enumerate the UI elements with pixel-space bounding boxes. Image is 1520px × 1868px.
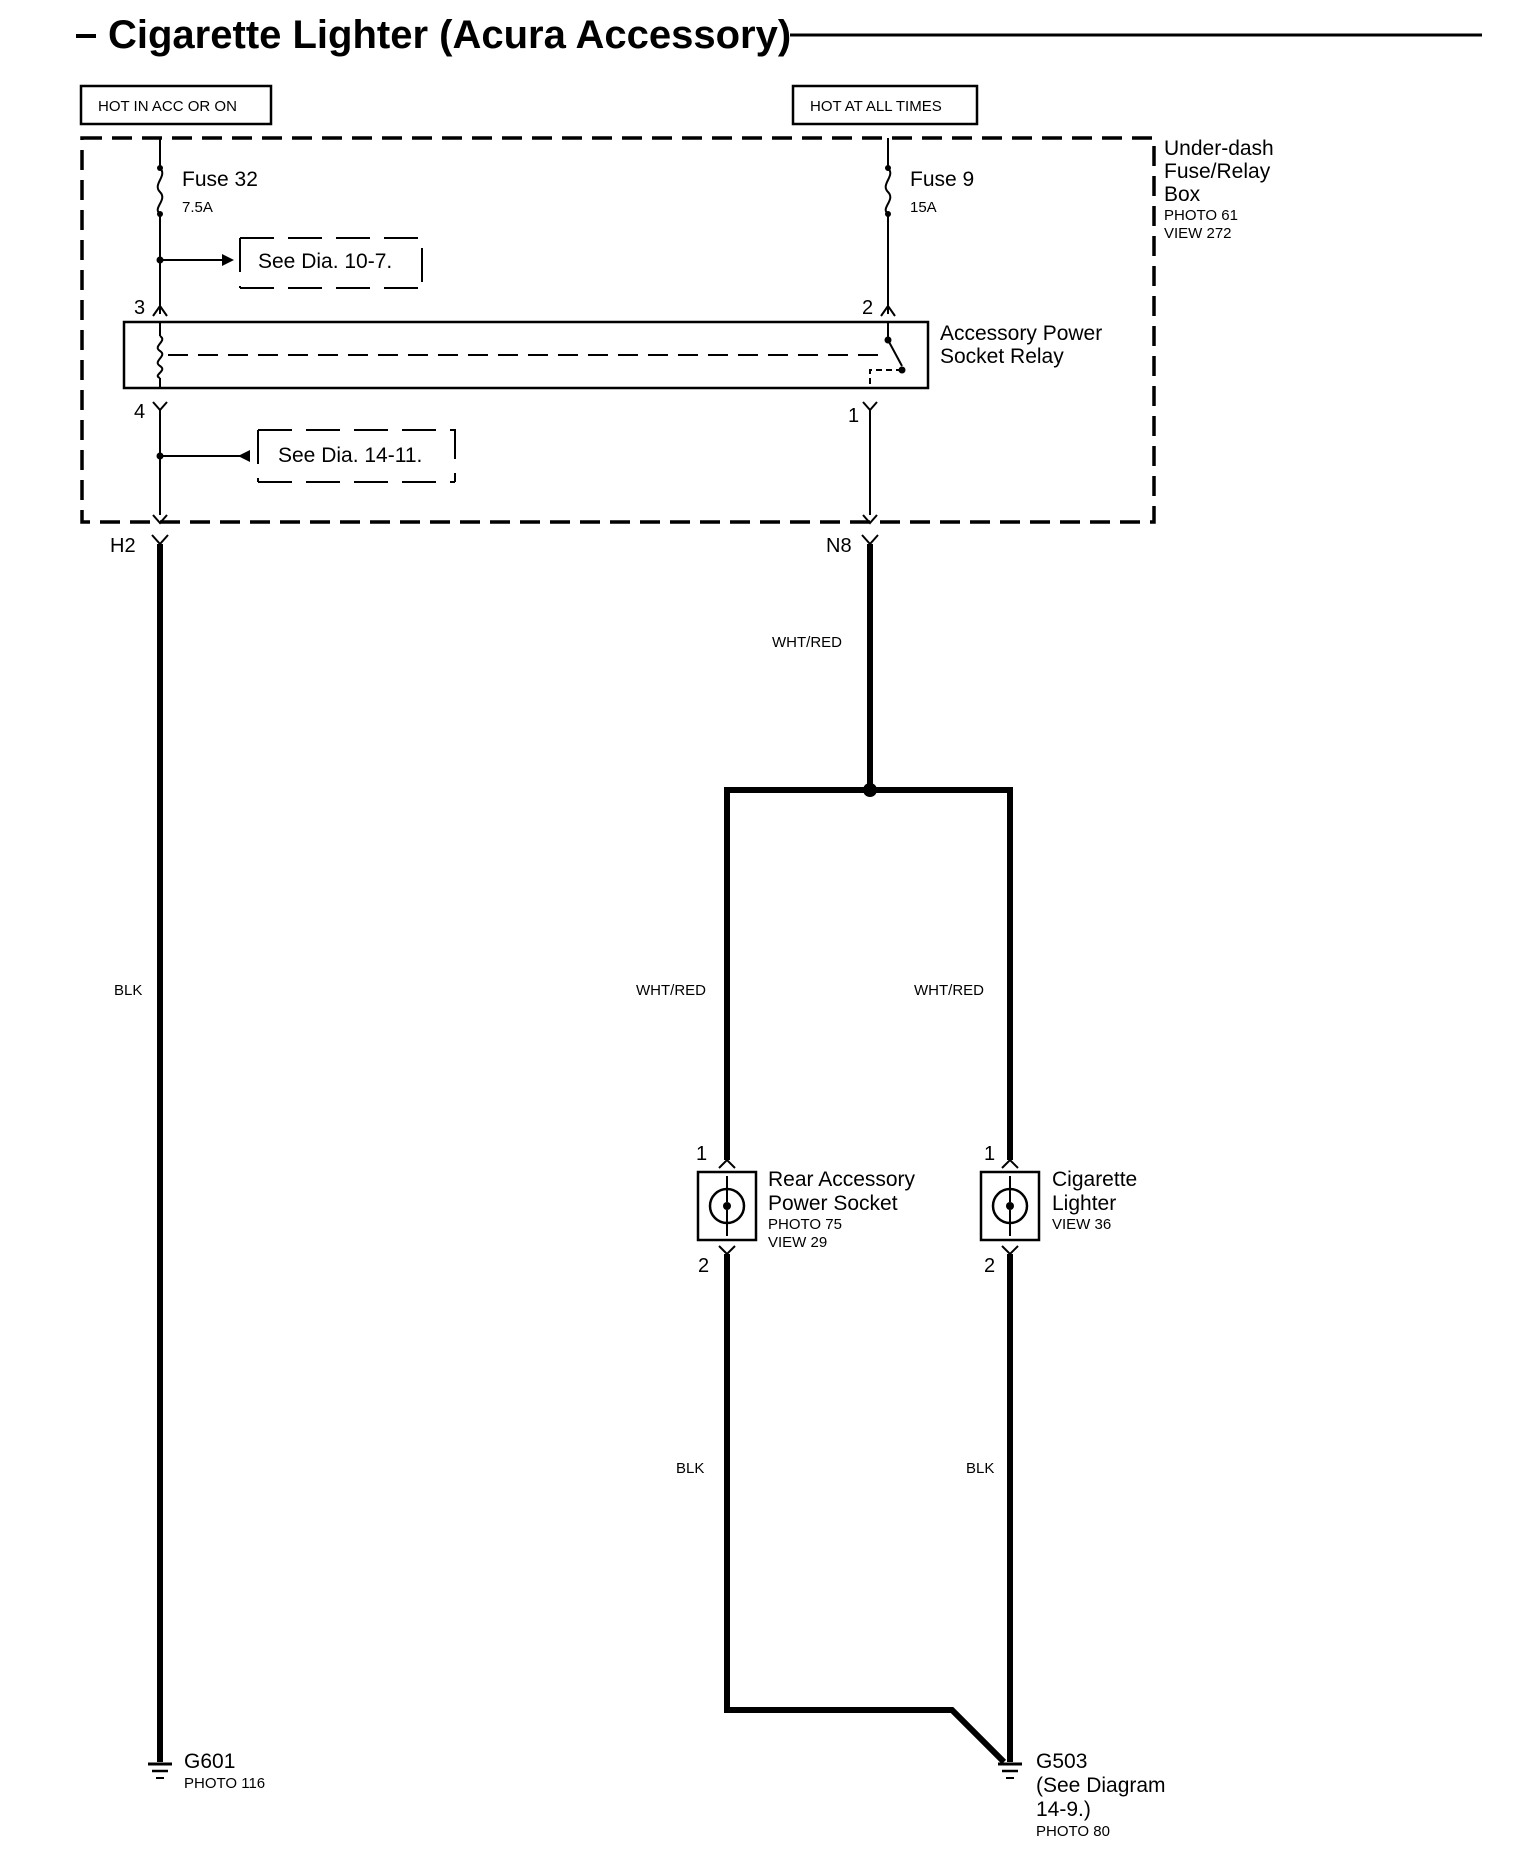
fuse-9-symbol xyxy=(884,167,892,215)
lighter-pin-1: 1 xyxy=(984,1143,995,1165)
fuse-9-name: Fuse 9 xyxy=(910,168,974,191)
g503-name: G503 xyxy=(1036,1750,1087,1773)
g503-line2: (See Diagram xyxy=(1036,1774,1166,1797)
lighter-pin-2: 2 xyxy=(984,1255,995,1277)
fuse-box-name-3: Box xyxy=(1164,183,1201,206)
g601-photo: PHOTO 116 xyxy=(184,1775,265,1792)
fuse-32-symbol xyxy=(156,167,164,215)
relay-name-1: Accessory Power xyxy=(940,322,1102,345)
wire-label-wht-red-branch-right: WHT/RED xyxy=(914,982,984,999)
connector-h2: H2 xyxy=(110,535,136,557)
cigarette-lighter: 1 2 Cigarette Lighter VIEW 36 xyxy=(979,1143,1137,1277)
fuse-relay-box-outline xyxy=(80,136,1156,524)
wire-blk-socket-ground: BLK xyxy=(676,1254,1007,1765)
rear-socket-name-1: Rear Accessory xyxy=(768,1168,916,1191)
fuse-box-name-1: Under-dash xyxy=(1164,137,1274,160)
wire-label-wht-red-main: WHT/RED xyxy=(772,634,842,651)
left-feed-circuit: Fuse 32 7.5A xyxy=(156,138,258,314)
reference-bottom: See Dia. 14-11. xyxy=(257,429,456,483)
rear-socket-name-2: Power Socket xyxy=(768,1192,898,1215)
wire-blk-left: BLK xyxy=(114,544,163,1762)
power-source-left-label: HOT IN ACC OR ON xyxy=(98,98,237,115)
lighter-name-1: Cigarette xyxy=(1052,1168,1137,1191)
lighter-view: VIEW 36 xyxy=(1052,1216,1111,1233)
rear-socket-pin-1: 1 xyxy=(696,1143,707,1165)
fuse-relay-box-label: Under-dash Fuse/Relay Box PHOTO 61 VIEW … xyxy=(1164,137,1274,242)
wire-blk-lighter-ground: BLK xyxy=(966,1254,1013,1762)
relay-pin-4: 4 xyxy=(134,401,145,423)
fuse-32-rating: 7.5A xyxy=(182,199,213,216)
relay-name-2: Socket Relay xyxy=(940,345,1064,368)
fuse-box-view: VIEW 272 xyxy=(1164,225,1232,242)
wire-wht-red-main: WHT/RED WHT/RED WHT/RED xyxy=(636,544,1013,1160)
rear-socket-photo: PHOTO 75 xyxy=(768,1216,842,1233)
fuse-9-rating: 15A xyxy=(910,199,937,216)
reference-top: See Dia. 10-7. xyxy=(239,237,423,289)
reference-bottom-label: See Dia. 14-11. xyxy=(278,444,422,467)
power-source-right: HOT AT ALL TIMES xyxy=(791,84,979,126)
fuse-box-photo: PHOTO 61 xyxy=(1164,207,1238,224)
relay-pin-1: 1 xyxy=(848,405,859,427)
g503-line3: 14-9.) xyxy=(1036,1798,1091,1821)
lighter-name-2: Lighter xyxy=(1052,1192,1116,1215)
connector-n8: N8 xyxy=(826,535,852,557)
arrow-from-reference-bottom xyxy=(238,450,250,462)
wire-label-blk-left: BLK xyxy=(114,982,142,999)
diagram-title: Cigarette Lighter (Acura Accessory) xyxy=(108,13,791,57)
ground-g601: G601 PHOTO 116 xyxy=(148,1750,265,1792)
rear-socket-view: VIEW 29 xyxy=(768,1234,827,1251)
relay-pin-2: 2 xyxy=(862,297,873,319)
rear-socket-pin-2: 2 xyxy=(698,1255,709,1277)
wire-label-wht-red-branch-left: WHT/RED xyxy=(636,982,706,999)
right-feed-circuit: Fuse 9 15A xyxy=(884,138,974,314)
rear-accessory-power-socket: 1 2 Rear Accessory Power Socket PHOTO 75… xyxy=(696,1143,916,1277)
wire-label-blk-socket: BLK xyxy=(676,1460,704,1477)
g601-name: G601 xyxy=(184,1750,235,1773)
relay-coil-symbol xyxy=(156,335,164,379)
accessory-power-socket-relay: Accessory Power Socket Relay 3 2 4 1 xyxy=(122,297,1102,427)
reference-top-label: See Dia. 10-7. xyxy=(258,250,392,273)
relay-pin-3: 3 xyxy=(134,297,145,319)
fuse-32-name: Fuse 32 xyxy=(182,168,258,191)
ground-g503: G503 (See Diagram 14-9.) PHOTO 80 xyxy=(998,1750,1166,1840)
g503-photo: PHOTO 80 xyxy=(1036,1823,1110,1840)
ground-icon xyxy=(998,1762,1022,1779)
ground-icon xyxy=(148,1762,172,1779)
wire-label-blk-lighter: BLK xyxy=(966,1460,994,1477)
power-source-left: HOT IN ACC OR ON xyxy=(79,84,273,126)
arrow-to-reference-top xyxy=(222,254,234,266)
relay-output-wiring xyxy=(152,410,878,525)
fuse-box-name-2: Fuse/Relay xyxy=(1164,160,1271,183)
relay-switch-contact xyxy=(887,339,903,367)
power-source-right-label: HOT AT ALL TIMES xyxy=(810,98,942,115)
